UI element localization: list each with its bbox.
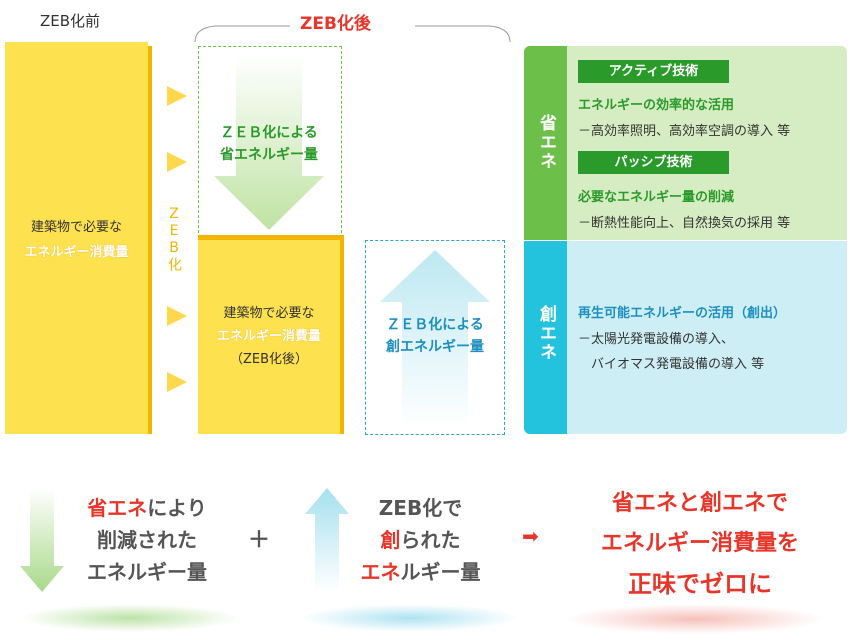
after-bar <box>198 239 340 434</box>
passive-tech-heading: 必要なエネルギー量の削減 <box>578 190 735 205</box>
panel-save-tab-label: 省エネ <box>536 114 556 171</box>
panel-save: 省エネ アクティブ技術 エネルギーの効率的な活用 －高効率照明、高効率空調の導入… <box>524 46 847 240</box>
glow-red <box>565 604 825 634</box>
after-bar-top <box>198 235 344 240</box>
down-arrow-icon <box>214 54 324 230</box>
creation-dashed-box <box>365 240 505 435</box>
after-bar-label: 建築物で必要な エネルギー消費量 （ZEB化後） <box>216 306 321 367</box>
active-tech-title: アクティブ技術 <box>578 60 729 83</box>
before-bar <box>5 42 148 434</box>
reduced-energy-text: 省エネにより 削減された エネルギー量 <box>87 496 207 584</box>
panel-create-tab <box>524 241 567 434</box>
passive-tech-title: パッシブ技術 <box>578 151 729 174</box>
renewable-detail-2: バイオマス発電設備の導入 等 <box>591 357 765 372</box>
before-bar-label: 建築物で必要な エネルギー消費量 <box>24 220 129 260</box>
glow-blue <box>300 604 520 632</box>
passive-tech-detail: －断熱性能向上、自然換気の採用 等 <box>578 216 791 231</box>
up-arrow-icon <box>380 250 490 428</box>
active-tech-heading: エネルギーの効率的な活用 <box>578 98 735 113</box>
net-zero-text: 省エネと創エネで エネルギー消費量を 正味でゼロに <box>600 491 799 598</box>
after-bracket <box>194 25 511 43</box>
creation-arrow-icon <box>305 488 349 592</box>
panel-save-tab <box>524 46 567 240</box>
reduction-arrow-icon <box>20 488 64 592</box>
created-energy-text: ZEB化で 創られた エネルギー量 <box>360 496 481 584</box>
before-bar-side <box>148 46 152 434</box>
active-tech-detail: －高効率照明、高効率空調の導入 等 <box>578 124 791 139</box>
renewable-heading: 再生可能エネルギーの活用（創出） <box>578 306 787 321</box>
creation-box-label: ＺＥＢ化による 創エネルギー量 <box>386 317 484 355</box>
zeb-transition-label: ZEB化 <box>166 206 182 272</box>
result-arrow-icon: ➡ <box>522 524 539 548</box>
panel-create: 創エネ 再生可能エネルギーの活用（創出） －太陽光発電設備の導入、 バイオマス発… <box>524 241 847 434</box>
transition-arrows <box>167 86 187 392</box>
saving-box-label: ＺＥＢ化による 省エネルギー量 <box>220 125 318 163</box>
after-bar-side <box>340 239 344 434</box>
renewable-detail-1: －太陽光発電設備の導入、 <box>578 332 735 347</box>
after-label: ZEB化後 <box>300 14 371 34</box>
panel-create-tab-label: 創エネ <box>536 305 556 362</box>
glow-green <box>20 604 240 632</box>
before-label: ZEB化前 <box>40 12 101 30</box>
plus-icon: ＋ <box>248 528 271 553</box>
